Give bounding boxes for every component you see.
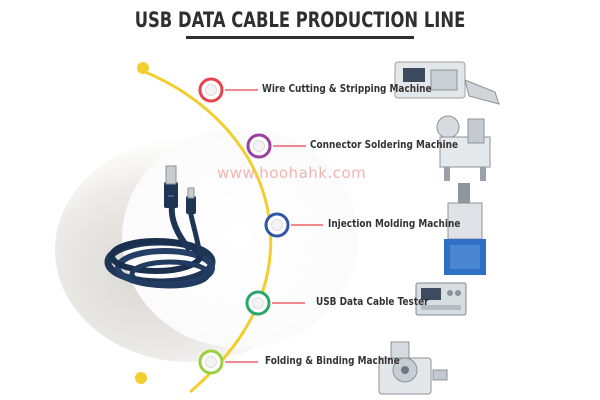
watermark: www.hoohahk.com [217, 164, 367, 182]
step-node-dot [252, 297, 264, 309]
title-underline [186, 36, 414, 39]
step-node-dot [205, 356, 217, 368]
process-step [264, 183, 486, 275]
step-node-dot [205, 84, 217, 96]
arc-end-dot-bottom [135, 372, 147, 384]
usb-cable-illustration [104, 165, 216, 289]
step-label: Injection Molding Machine [328, 218, 461, 230]
wire-cutting-machine-icon [394, 61, 500, 105]
step-label: Connector Soldering Machine [310, 139, 459, 151]
arc-end-dot-top [137, 62, 149, 74]
step-label: USB Data Cable Tester [316, 296, 429, 308]
step-node-dot [253, 140, 265, 152]
soldering-machine-icon [436, 115, 491, 181]
cable-tester-icon [415, 282, 467, 316]
process-step [198, 61, 500, 105]
process-step [246, 115, 491, 181]
step-label: Folding & Binding Machine [265, 355, 400, 367]
injection-molding-machine-icon [444, 183, 486, 275]
process-step [198, 341, 448, 395]
binding-machine-icon [378, 341, 448, 395]
process-step [245, 282, 467, 316]
diagram-title: USB DATA CABLE PRODUCTION LINE [134, 8, 466, 32]
step-label: Wire Cutting & Stripping Machine [262, 83, 432, 95]
step-node-dot [271, 219, 283, 231]
